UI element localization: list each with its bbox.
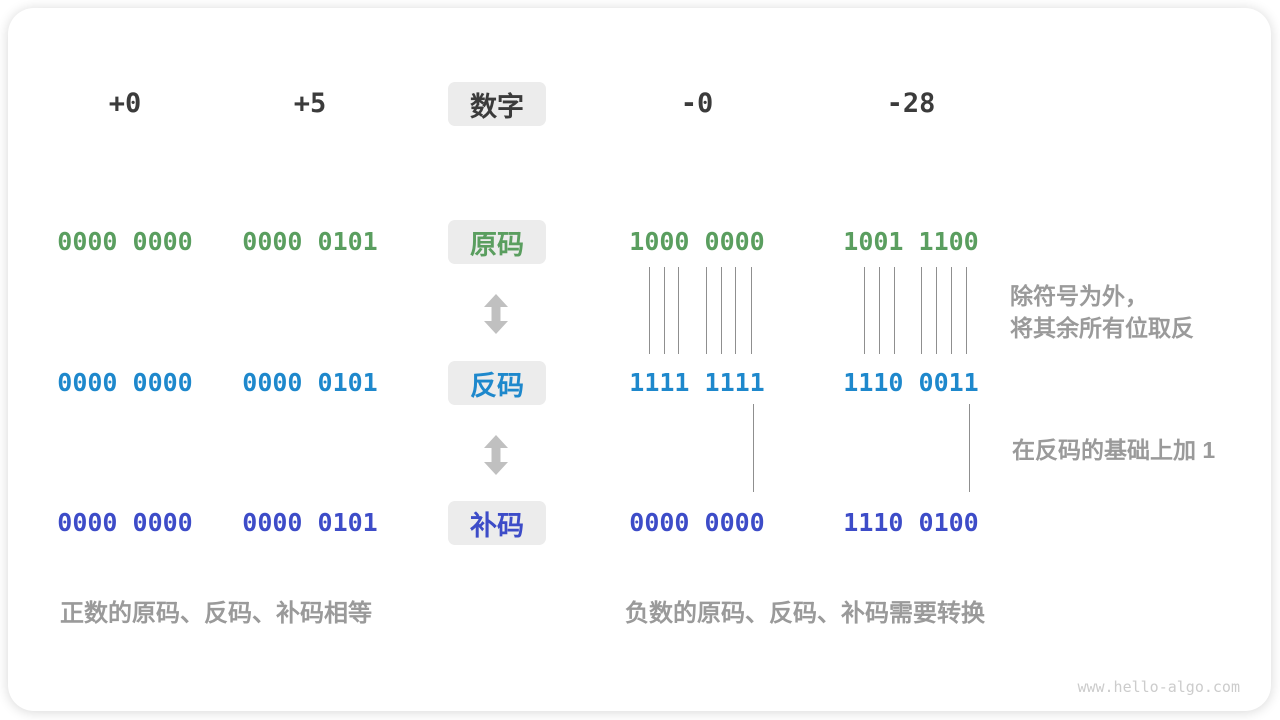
tag-ones-complement: 反码: [448, 361, 546, 405]
invert-mapping-line: [894, 267, 895, 354]
header-plus-five: +5: [293, 88, 327, 119]
updown-arrow-icon: [484, 294, 508, 334]
invert-mapping-line: [951, 267, 952, 354]
invert-mapping-line: [751, 267, 752, 354]
invert-mapping-line: [678, 267, 679, 354]
invert-mapping-line: [706, 267, 707, 354]
invert-note-line2: 将其余所有位取反: [1010, 315, 1194, 341]
add-one-line: [753, 404, 754, 492]
invert-mapping-line: [735, 267, 736, 354]
ones-complement-minus-28: 1110 0011: [843, 368, 979, 397]
tag-sign-magnitude: 原码: [448, 220, 546, 264]
add-one-note: 在反码的基础上加 1: [1012, 437, 1216, 463]
caption-positive: 正数的原码、反码、补码相等: [60, 600, 372, 627]
ones-complement-plus-zero: 0000 0000: [57, 368, 193, 397]
tag-twos-complement: 补码: [448, 501, 546, 545]
invert-mapping-line: [664, 267, 665, 354]
watermark: www.hello-algo.com: [1077, 678, 1240, 696]
header-minus-28: -28: [886, 88, 936, 119]
invert-mapping-line: [966, 267, 967, 354]
sign-magnitude-plus-five: 0000 0101: [242, 227, 378, 256]
header-minus-zero: -0: [680, 88, 714, 119]
twos-complement-minus-28: 1110 0100: [843, 508, 979, 537]
sign-magnitude-minus-28: 1001 1100: [843, 227, 979, 256]
invert-mapping-line: [879, 267, 880, 354]
header-plus-zero: +0: [108, 88, 142, 119]
ones-complement-minus-zero: 1111 1111: [629, 368, 765, 397]
diagram-card: [8, 8, 1271, 711]
ones-complement-plus-five: 0000 0101: [242, 368, 378, 397]
twos-complement-plus-five: 0000 0101: [242, 508, 378, 537]
caption-negative: 负数的原码、反码、补码需要转换: [625, 600, 985, 627]
invert-note: 除符号为外， 将其余所有位取反: [1010, 280, 1194, 344]
updown-arrow-icon: [484, 435, 508, 475]
invert-mapping-line: [649, 267, 650, 354]
invert-mapping-line: [864, 267, 865, 354]
tag-number: 数字: [448, 82, 546, 126]
sign-magnitude-plus-zero: 0000 0000: [57, 227, 193, 256]
twos-complement-minus-zero: 0000 0000: [629, 508, 765, 537]
twos-complement-plus-zero: 0000 0000: [57, 508, 193, 537]
invert-mapping-line: [936, 267, 937, 354]
invert-note-line1: 除符号为外，: [1010, 283, 1148, 309]
invert-mapping-line: [921, 267, 922, 354]
sign-magnitude-minus-zero: 1000 0000: [629, 227, 765, 256]
add-one-line: [969, 404, 970, 492]
invert-mapping-line: [721, 267, 722, 354]
